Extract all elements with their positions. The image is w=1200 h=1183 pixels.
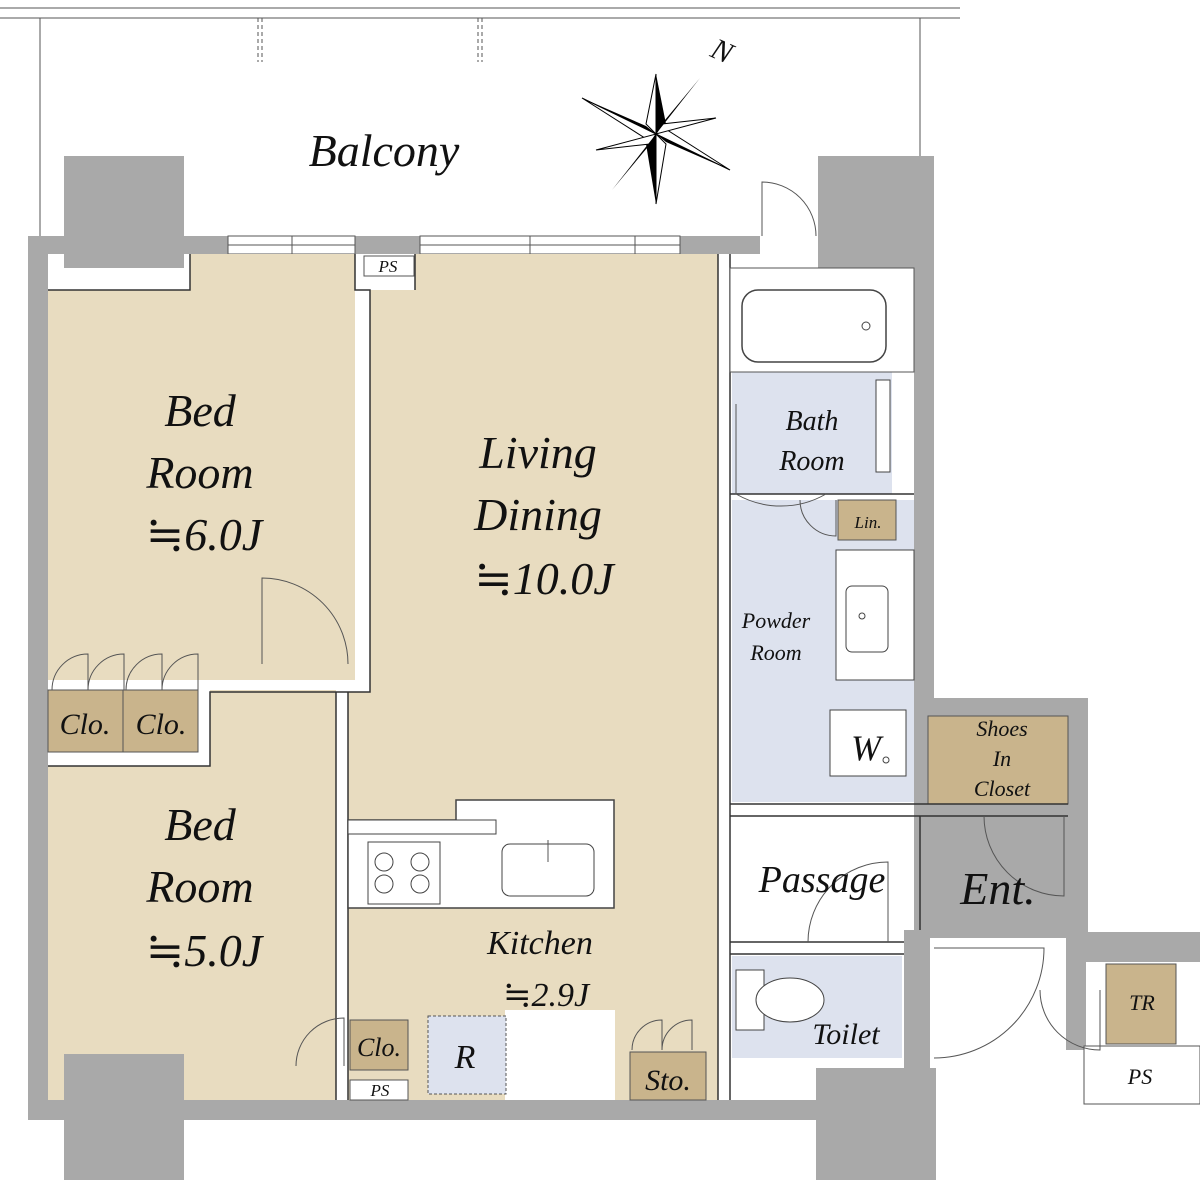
storage-label: Sto. (645, 1064, 691, 1097)
living-label-line1: Living (478, 427, 597, 478)
kitchen-counter (347, 799, 615, 909)
balcony-windows (227, 235, 681, 255)
washbasin (835, 549, 915, 681)
bedroom-1 (48, 254, 355, 680)
closet-2 (122, 689, 199, 753)
fridge-label: R (454, 1039, 476, 1076)
bedroom-2-label-line1: Bed (164, 799, 237, 850)
toilet-fixture (735, 969, 825, 1031)
ps-top-label: PS (378, 257, 398, 276)
bathtub (741, 289, 887, 363)
bedroom-1-label-line2: Room (145, 447, 253, 498)
washer-label: W (851, 728, 884, 768)
toilet-label: Toilet (812, 1018, 880, 1051)
passage-label: Passage (758, 859, 886, 901)
closet-2-label: Clo. (136, 708, 187, 741)
living-dining (348, 254, 718, 1100)
shoes-closet-line2: In (992, 746, 1011, 771)
balcony-area (0, 7, 960, 236)
trunk-room-label: TR (1129, 990, 1155, 1015)
ps-right-label: PS (1127, 1064, 1152, 1089)
ps-bottom-label: PS (370, 1081, 390, 1100)
trunk-room (1105, 963, 1177, 1045)
linen-closet (837, 499, 897, 541)
compass-north-label: N (705, 32, 739, 72)
entrance-label: Ent. (959, 863, 1035, 914)
bedroom-2-label-line2: Room (145, 861, 253, 912)
shoes-closet (927, 715, 1069, 805)
washer (829, 709, 907, 777)
closet-3 (349, 1019, 409, 1071)
bath-panel (875, 379, 891, 473)
closet-1-label: Clo. (60, 708, 111, 741)
kitchen-size: ≒2.9J (503, 977, 591, 1014)
living-size: ≒10.0J (474, 553, 616, 604)
living-label-line2: Dining (473, 489, 602, 540)
closet-1 (47, 689, 124, 753)
bedroom-2-size: ≒5.0J (146, 925, 265, 976)
bath-room (732, 372, 892, 494)
bedroom-2 (48, 690, 336, 1100)
fridge-space (427, 1015, 507, 1095)
powder-label-line2: Room (749, 640, 801, 665)
balcony-label: Balcony (309, 125, 460, 176)
shoes-closet-line3: Closet (974, 776, 1031, 801)
bedroom-1-label-line1: Bed (164, 385, 237, 436)
closet-3-label: Clo. (357, 1033, 401, 1062)
storage-closet (629, 1051, 707, 1101)
linen-label: Lin. (854, 513, 882, 532)
bath-label-line2: Room (778, 446, 844, 477)
doors (51, 181, 1101, 1067)
bedroom-1-size: ≒6.0J (146, 509, 265, 560)
kitchen-label: Kitchen (486, 925, 593, 962)
bath-label-line1: Bath (786, 406, 839, 437)
shoes-closet-line1: Shoes (976, 716, 1027, 741)
compass-rose-icon (581, 73, 731, 205)
powder-label-line1: Powder (741, 608, 811, 633)
